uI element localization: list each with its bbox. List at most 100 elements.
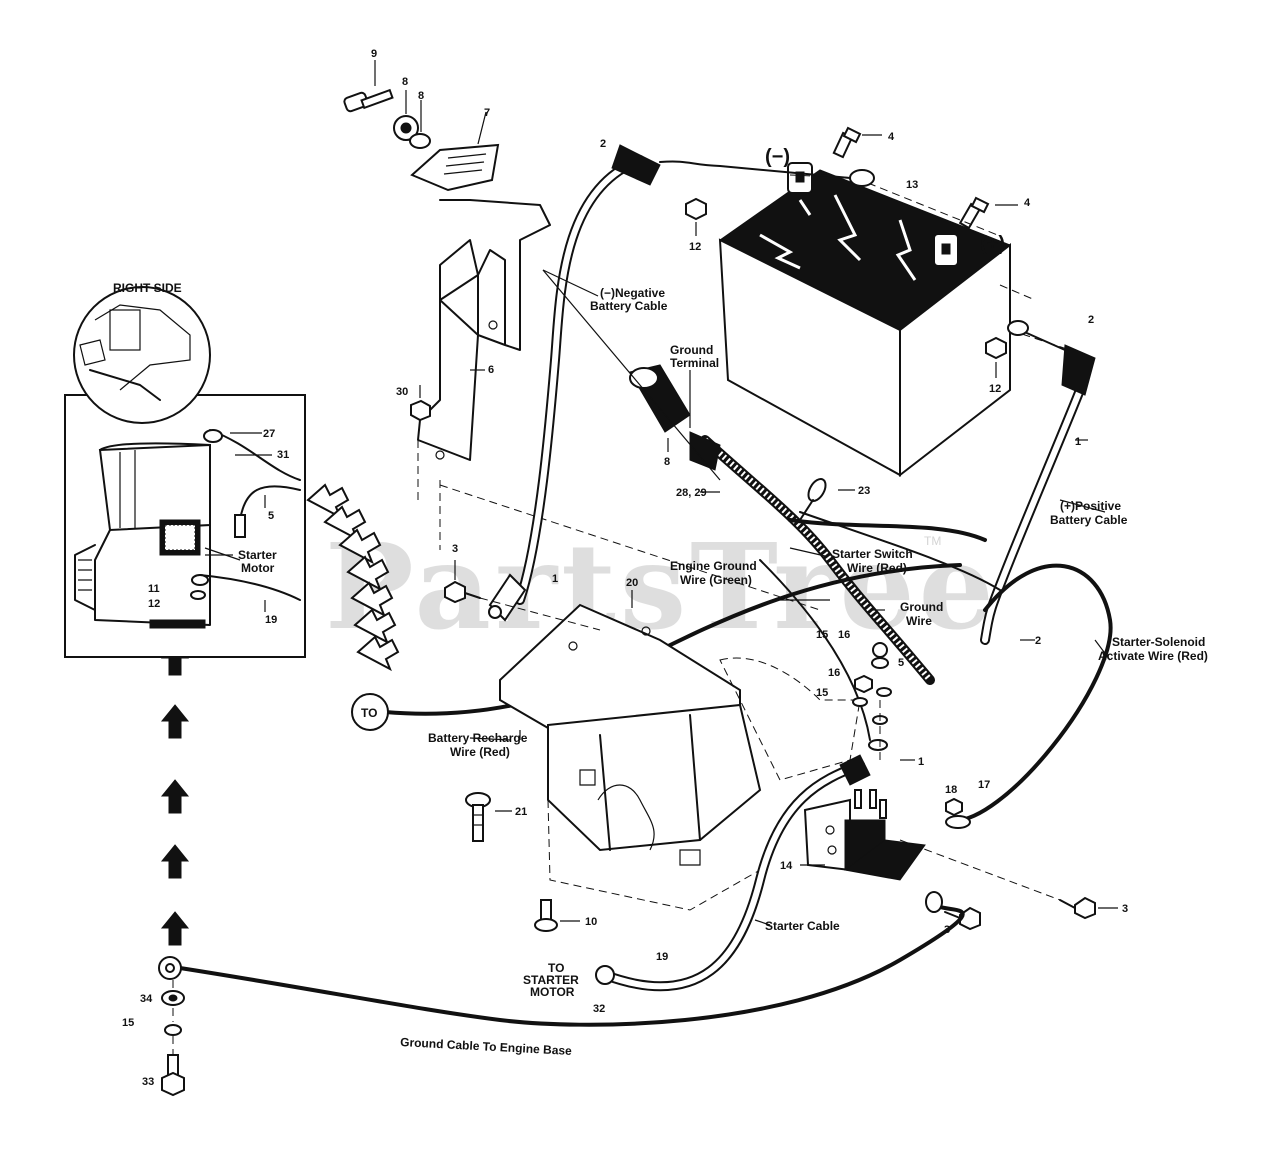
callout-14: 14 (780, 860, 793, 872)
nut-12-right (985, 336, 1007, 378)
starter-solenoid (803, 789, 926, 881)
label-ground-terminal-1: Ground (670, 343, 713, 357)
callout-2-c: 2 (1035, 635, 1041, 647)
callout-30: 30 (396, 386, 408, 398)
label-solenoid-wire-1: Starter-Solenoid (1112, 635, 1205, 649)
callout-7: 7 (484, 107, 490, 119)
callout-20: 20 (626, 577, 638, 589)
callout-13: 13 (906, 179, 918, 191)
callout-12-a: 12 (689, 241, 701, 253)
to-marker: TO (351, 693, 389, 731)
label-solenoid-wire-2: Activate Wire (Red) (1098, 649, 1208, 663)
callout-3-c: 3 (944, 924, 950, 936)
ground-terminal (629, 364, 691, 452)
direction-arrows (306, 483, 400, 672)
callout-10: 10 (585, 916, 597, 928)
callout-23: 23 (858, 485, 870, 497)
label-engine-ground-2: Wire (Green) (680, 573, 752, 587)
bolt-3-right (899, 839, 1118, 920)
callout-8-a: 8 (402, 76, 408, 88)
callout-16-b: 16 (828, 667, 840, 679)
starter-solenoid-activate-wire (948, 563, 1113, 823)
bolt-3-left (444, 560, 601, 631)
ground-wire (759, 559, 871, 741)
callout-34: 34 (140, 993, 153, 1005)
callout-31: 31 (277, 449, 289, 461)
label-ground-terminal-2: Terminal (670, 356, 719, 370)
assembly-arrows (160, 641, 190, 946)
callout-12-c: 12 (148, 598, 160, 610)
bolt-10 (534, 899, 580, 932)
callout-5-a: 5 (268, 510, 274, 522)
label-recharge-2: Wire (Red) (450, 745, 510, 759)
label-negative-cable-2: Battery Cable (590, 299, 668, 313)
callout-17: 17 (978, 779, 990, 791)
bolt-4-top (832, 126, 862, 159)
callout-28-29: 28, 29 (676, 487, 707, 499)
callout-2-b: 2 (1088, 314, 1094, 326)
label-starter-switch-2: Wire (Red) (847, 561, 907, 575)
ignition-plate (410, 111, 500, 192)
chassis-frame (547, 657, 861, 911)
label-starter-motor-2: Motor (241, 561, 275, 575)
callout-9: 9 (371, 48, 377, 60)
callout-8-b: 8 (418, 90, 424, 102)
ignition-nut (393, 90, 419, 141)
washer-stack (852, 642, 892, 760)
negative-sign: (−) (765, 146, 790, 168)
callout-27: 27 (263, 428, 275, 440)
ignition-washer (409, 100, 431, 149)
nut-12-left (685, 197, 707, 236)
callout-12-b: 12 (989, 383, 1001, 395)
callout-8-c: 8 (664, 456, 670, 468)
leader-lines (204, 269, 1111, 926)
ground-cable-engine-base (158, 891, 965, 1027)
callout-numbers: 9 8 8 7 2 4 4 13 12 12 2 6 30 8 1 28, 29… (122, 48, 1128, 1088)
callout-2-a: 2 (600, 138, 606, 150)
battery-positive-terminal (933, 233, 959, 267)
callout-3-b: 3 (1122, 903, 1128, 915)
label-engine-ground-1: Engine Ground (670, 559, 757, 573)
bolt-4-right (958, 196, 990, 230)
callout-19-a: 19 (265, 614, 277, 626)
label-ground-wire-2: Wire (906, 614, 932, 628)
starter-switch-wire (799, 511, 1001, 591)
label-starter-switch-1: Starter Switch (832, 547, 913, 561)
bolt-3-lower (944, 906, 981, 931)
engine-ground-wire (788, 518, 987, 542)
nut-18 (945, 797, 971, 829)
callout-4-a: 4 (888, 131, 895, 143)
label-ground-cable-engine: Ground Cable To Engine Base (400, 1035, 573, 1058)
callout-1-a: 1 (1075, 436, 1081, 448)
callout-5-b: 5 (898, 657, 904, 669)
battery (718, 169, 1012, 478)
callout-32: 32 (593, 1003, 605, 1015)
label-starter-motor-1: Starter (238, 548, 277, 562)
cable-tie (799, 478, 827, 521)
ground-hardware-stack (161, 980, 185, 1097)
to-marker-label: TO (361, 706, 377, 720)
callout-18: 18 (945, 784, 957, 796)
nut-30 (410, 385, 431, 422)
callout-6: 6 (488, 364, 494, 376)
callout-15-c: 15 (122, 1017, 134, 1029)
callout-4-b: 4 (1024, 197, 1031, 209)
callout-33: 33 (142, 1076, 154, 1088)
label-starter-cable: Starter Cable (765, 919, 840, 933)
ground-strap (689, 431, 935, 685)
callout-21: 21 (515, 806, 527, 818)
label-positive-cable-1: (+)Positive (1060, 499, 1121, 513)
positive-battery-cable (980, 320, 1096, 645)
label-to-starter-2: STARTER (523, 973, 579, 987)
callout-19-b: 19 (656, 951, 668, 963)
label-negative-cable-1: (−)Negative (600, 286, 665, 300)
callout-15-a: 15 (816, 629, 828, 641)
callout-11: 11 (148, 583, 160, 595)
label-right-side: RIGHT SIDE (113, 281, 182, 295)
battery-negative-terminal (787, 162, 813, 194)
engine-inset (64, 286, 306, 658)
mounting-bracket (499, 590, 741, 737)
callout-1-b: 1 (552, 573, 558, 585)
callout-1-c: 1 (918, 756, 924, 768)
